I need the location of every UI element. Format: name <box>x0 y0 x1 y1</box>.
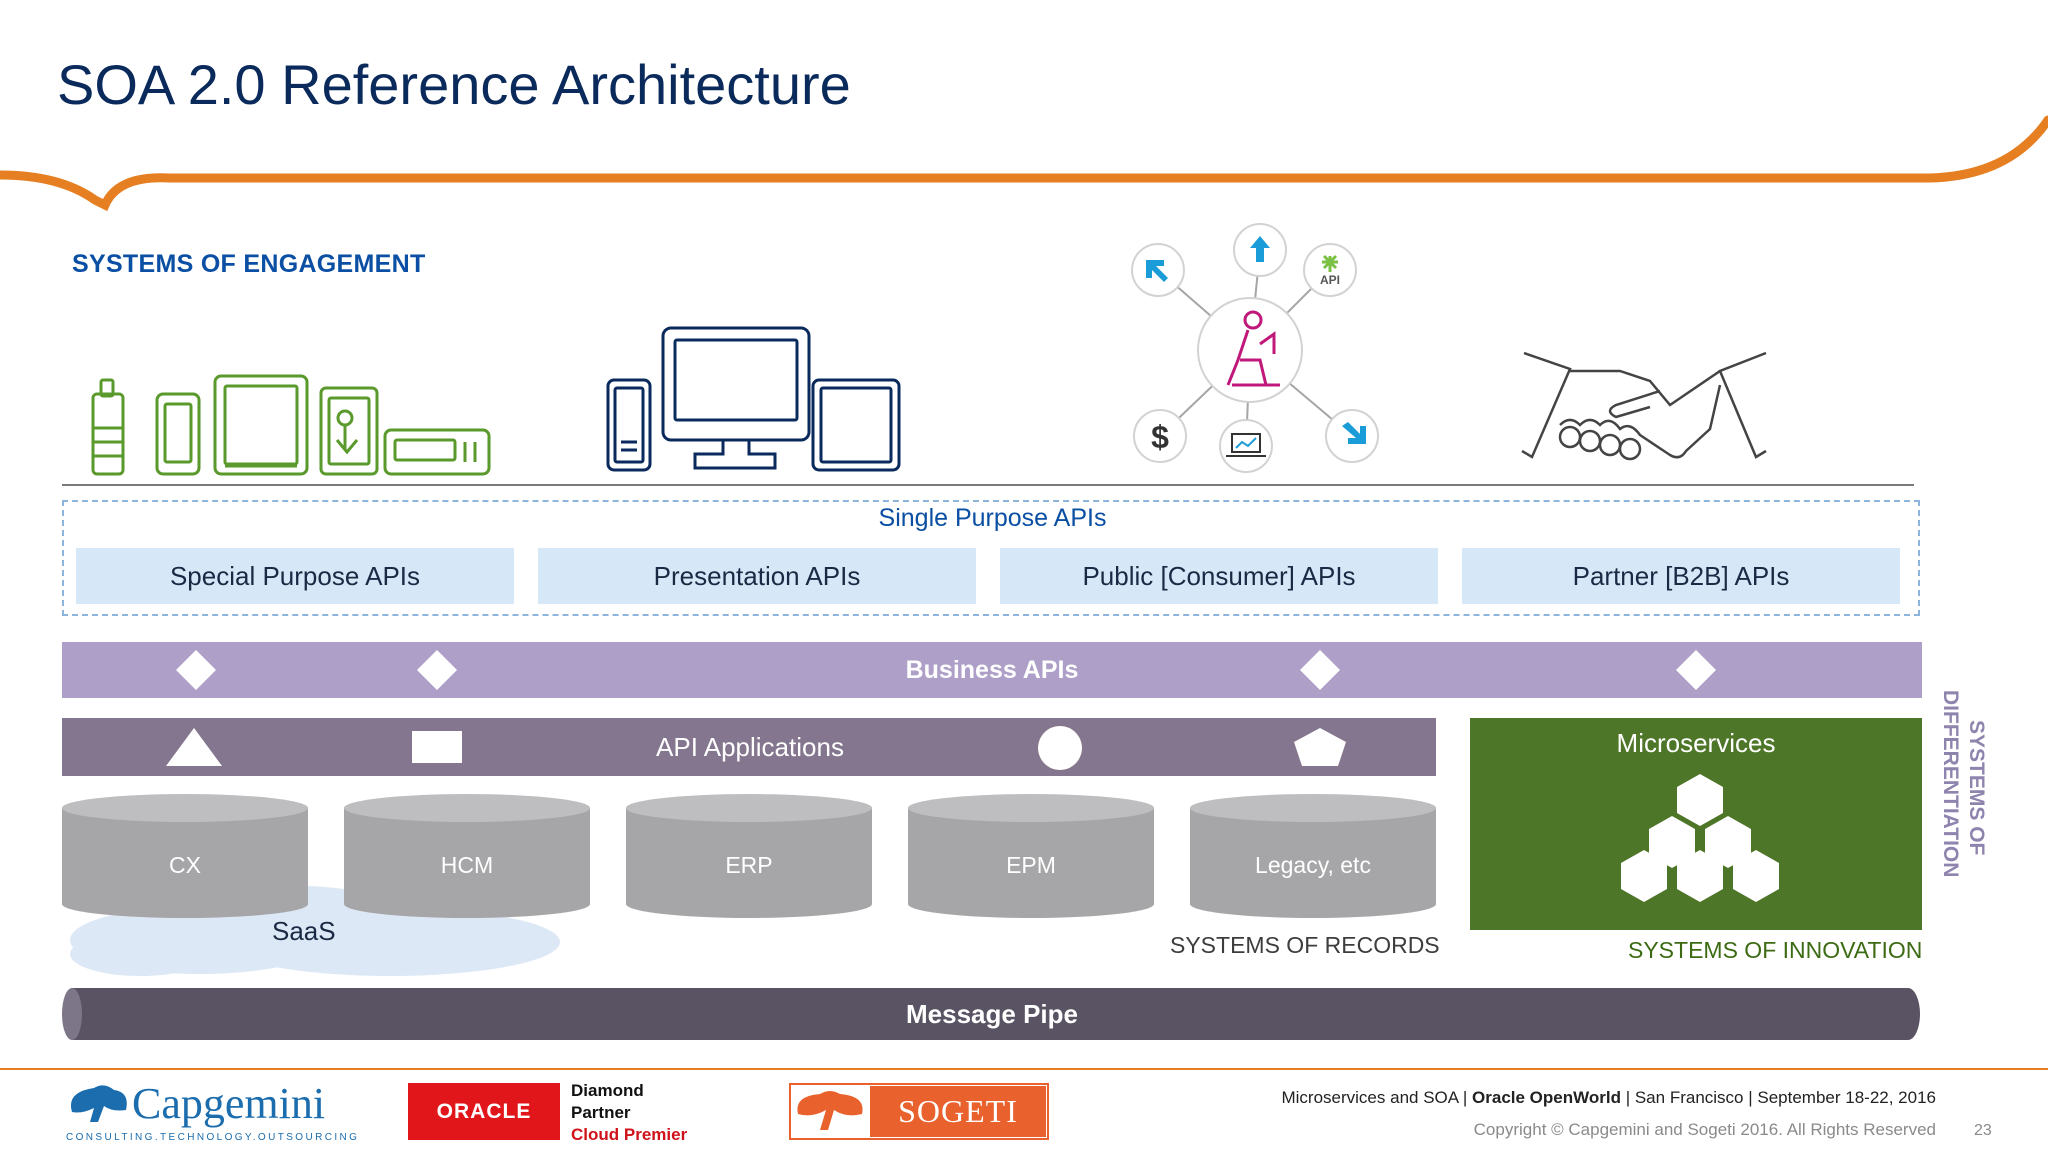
pentagon-icon <box>1294 728 1346 766</box>
hcm-label: HCM <box>440 851 494 878</box>
public-consumer-apis-box: Public [Consumer] APIs <box>1000 548 1438 604</box>
cloud-premier-text: Cloud Premier <box>571 1125 688 1144</box>
single-purpose-apis-label: Single Purpose APIs <box>878 504 1107 532</box>
api-applications-bar <box>62 718 1436 776</box>
arrow-up-left-icon <box>1146 260 1168 282</box>
capgemini-spade-icon <box>70 1085 127 1122</box>
message-pipe-label: Message Pipe <box>906 998 1078 1029</box>
differentiation-line-1: SYSTEMS OF <box>1965 720 1988 856</box>
diamond-icon <box>176 650 216 690</box>
systems-of-differentiation-label: SYSTEMS OF DIFFERENTIATION <box>1939 690 1988 877</box>
differentiation-line-2: DIFFERENTIATION <box>1939 690 1962 877</box>
footer-event-line: Microservices and SOA | Oracle OpenWorld… <box>1281 1088 1936 1108</box>
business-diamonds <box>176 650 1716 690</box>
page-number: 23 <box>1974 1122 1992 1139</box>
erp-label: ERP <box>725 851 773 878</box>
cx-cylinder <box>62 794 308 918</box>
api-hub-icon: API $ <box>1131 223 1379 473</box>
dollar-icon: $ <box>1151 419 1169 455</box>
laptop-chart-icon <box>1226 433 1266 457</box>
footer-copyright: Copyright © Capgemini and Sogeti 2016. A… <box>1473 1120 1936 1139</box>
api-icon <box>1322 254 1338 272</box>
epm-cylinder <box>908 794 1154 918</box>
message-pipe <box>62 988 1920 1040</box>
hcm-cylinder <box>344 794 590 918</box>
special-purpose-apis-box: Special Purpose APIs <box>76 548 514 604</box>
diamond-text: Diamond <box>571 1081 644 1100</box>
capgemini-logo-text: Capgemini <box>132 1079 326 1128</box>
microservices-label: Microservices <box>1616 727 1776 758</box>
partner-b2b-apis-box: Partner [B2B] APIs <box>1462 548 1900 604</box>
erp-cylinder <box>626 794 872 918</box>
api-application-shapes <box>166 726 1346 770</box>
single-purpose-apis-container <box>62 500 1920 616</box>
page-title: SOA 2.0 Reference Architecture <box>57 53 851 116</box>
orange-swoosh-divider <box>0 115 2048 212</box>
footer-part-2: Oracle OpenWorld <box>1472 1088 1621 1107</box>
handshake-icon <box>1521 351 1767 461</box>
partner-text: Partner <box>571 1103 631 1122</box>
arrow-down-right-icon <box>1342 422 1366 444</box>
systems-of-records-label: SYSTEMS OF RECORDS <box>1170 932 1440 958</box>
sogeti-spade-icon <box>797 1091 863 1130</box>
epm-label: EPM <box>1006 851 1056 878</box>
capgemini-tagline: CONSULTING.TECHNOLOGY.OUTSOURCING <box>66 1132 360 1143</box>
api-icon-label: API <box>1320 273 1340 287</box>
diamond-icon <box>1676 650 1716 690</box>
oracle-logo: ORACLE <box>408 1083 560 1140</box>
footer-divider <box>0 1068 2048 1070</box>
diamond-icon <box>1300 650 1340 690</box>
square-icon <box>412 731 462 763</box>
footer-part-3: | San Francisco | September 18-22, 2016 <box>1620 1088 1936 1107</box>
systems-of-records-cylinders <box>62 794 1436 918</box>
triangle-icon <box>166 728 222 766</box>
hexagon-cluster-icon <box>1621 774 1779 902</box>
cx-label: CX <box>169 851 201 878</box>
arrow-up-icon <box>1250 236 1270 262</box>
api-applications-label: API Applications <box>656 731 844 762</box>
footer-part-1: Microservices and SOA | <box>1281 1088 1473 1107</box>
legacy-cylinder <box>1190 794 1436 918</box>
business-apis-bar <box>62 642 1922 698</box>
systems-of-innovation-label: SYSTEMS OF INNOVATION <box>1628 937 1923 963</box>
sogeti-logo-text: SOGETI <box>870 1086 1046 1137</box>
mobile-devices-icon <box>91 374 491 476</box>
oracle-partner-tier: Diamond Partner Cloud Premier <box>571 1080 687 1146</box>
legacy-label: Legacy, etc <box>1255 851 1371 878</box>
diamond-icon <box>417 650 457 690</box>
business-apis-label: Business APIs <box>905 655 1079 684</box>
systems-of-engagement-heading: SYSTEMS OF ENGAGEMENT <box>72 250 426 278</box>
saas-label: SaaS <box>272 916 336 946</box>
presentation-apis-box: Presentation APIs <box>538 548 976 604</box>
circle-icon <box>1038 726 1082 770</box>
engagement-separator <box>62 484 1914 486</box>
desktop-computers-icon <box>606 326 901 472</box>
